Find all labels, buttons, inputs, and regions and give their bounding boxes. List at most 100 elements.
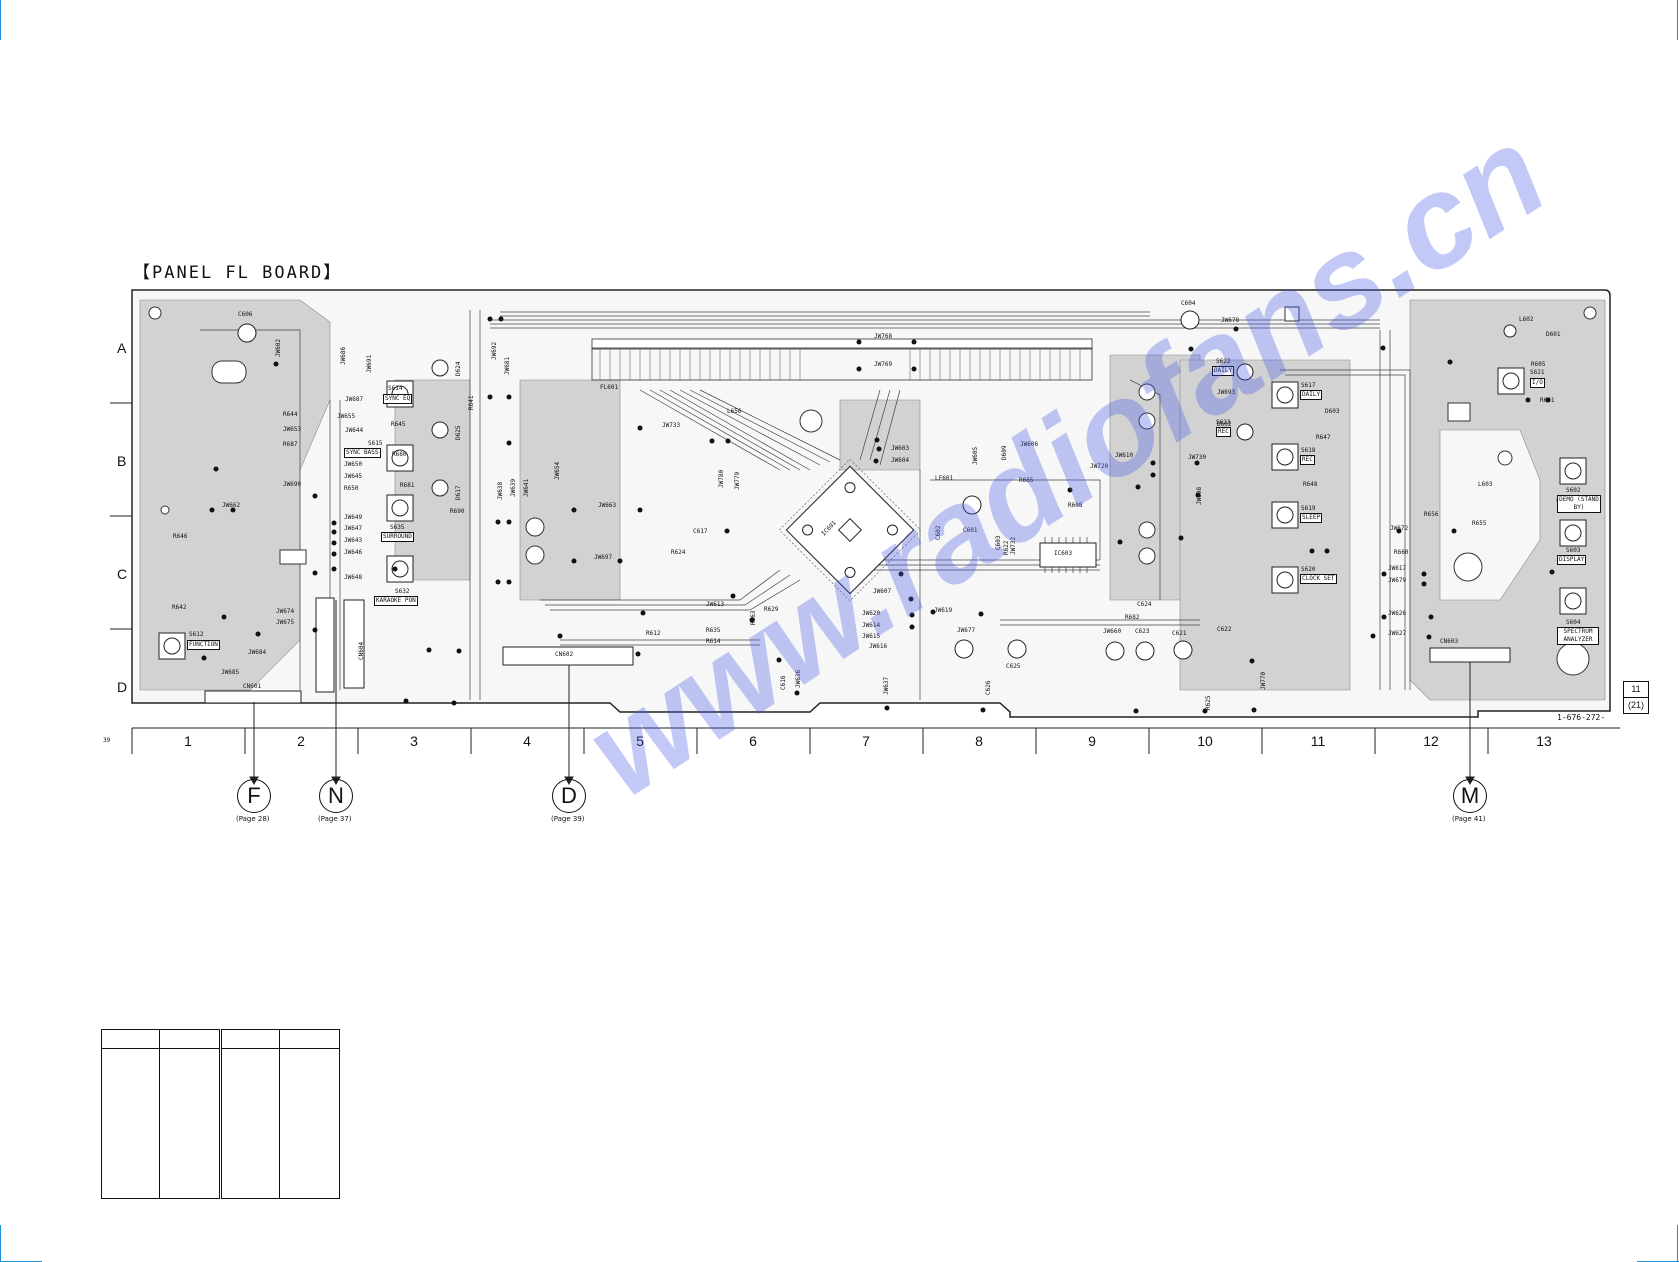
connector-n[interactable]: N [319,779,353,813]
row-label-b: B [117,453,127,469]
component-label: JW607 [873,588,892,595]
column-label: 12 [1423,733,1439,749]
component-label: JW779 [734,471,741,490]
component-label: D625 [455,425,462,440]
component-label: R687 [283,441,298,448]
component-label: R644 [283,411,298,418]
component-label: L602 [1519,316,1534,323]
component-label: JW662 [222,502,241,509]
column-label: 9 [1088,733,1096,749]
connector-m[interactable]: M [1453,779,1487,813]
switch-label-sync-bass: SYNC BASS [344,448,381,458]
switch-ref: S619 [1301,505,1316,512]
component-label: JW610 [1115,452,1134,459]
switch-label-sleep: SLEEP [1300,513,1323,523]
switch-label-daily-2: DAILY [1300,390,1323,400]
component-label: JW677 [957,627,976,634]
switch-ref: S621 [1530,369,1545,376]
component-label: JW693 [1217,389,1236,396]
column-label: 10 [1197,733,1213,749]
switch-ref: S604 [1566,619,1581,626]
component-label: JW606 [1020,441,1039,448]
switch-label-karaoke-pon: KARAOKE PON [374,596,418,606]
switch-ref: S612 [189,631,204,638]
switch-label-rec-2: REC [1300,455,1315,465]
component-label: JW638 [497,481,504,500]
component-label: JW684 [248,649,267,656]
component-label: R680 [392,451,407,458]
component-label: R660 [1394,549,1409,556]
component-label: JW615 [862,633,881,640]
switch-label-io: I/O [1530,378,1545,388]
component-label: R656 [1424,511,1439,518]
component-label: D624 [455,361,462,376]
component-label: JW653 [283,426,302,433]
component-label: C622 [1217,626,1232,633]
component-label: JW645 [344,473,363,480]
switch-label-rec: REC [1216,427,1231,437]
component-label: C625 [1006,663,1021,670]
table-header-cell [279,1029,340,1049]
switch-label-demo: DEMO (STAND BY) [1557,495,1601,513]
component-label: JW697 [594,554,613,561]
component-label: R645 [391,421,406,428]
ic-label: CN604 [358,641,365,660]
component-label: JW620 [862,610,881,617]
component-label: R625 [1205,695,1212,710]
component-label: JW675 [276,619,295,626]
switch-label-surround: SURROUND [381,532,414,542]
component-label: R665 [1019,477,1034,484]
connector-f[interactable]: F [237,779,271,813]
component-label: JW650 [344,461,363,468]
component-label: JW619 [934,607,953,614]
component-label: JW769 [874,361,893,368]
component-label: JW648 [344,574,363,581]
switch-ref: S617 [1301,382,1316,389]
switch-ref: S620 [1301,566,1316,573]
component-label: JW613 [706,601,725,608]
switch-label-sync-eq: SYNC EQ [383,394,413,404]
component-label: JW643 [344,537,363,544]
component-label: JW641 [523,478,530,497]
component-label: JW660 [1103,628,1122,635]
component-label: JW649 [344,514,363,521]
component-label: JW686 [340,346,347,365]
component-label: JW687 [345,396,364,403]
connector-f-page: (Page 28) [236,815,270,823]
ic-label: LF601 [935,475,954,482]
connector-d[interactable]: D [552,779,586,813]
column-label: 13 [1536,733,1552,749]
component-label: C606 [238,311,253,318]
component-label: R655 [1472,520,1487,527]
table-header-cell [218,1029,280,1049]
component-label: JW647 [344,525,363,532]
component-label: JW678 [1221,317,1240,324]
component-label: R663 [750,610,757,625]
page-reference-box: 11 (21) [1623,681,1649,714]
component-label: JW636 [795,669,802,688]
component-label: C616 [780,675,787,690]
component-label: JW654 [554,461,561,480]
row-label-c: C [117,566,128,582]
reference-table [101,1029,340,1199]
component-label: JW685 [221,669,240,676]
component-label: R614 [706,638,721,645]
column-label: 8 [975,733,983,749]
component-label: C603 [995,535,1002,550]
component-label: R629 [764,606,779,613]
column-label: 11 [1310,733,1326,749]
component-label: R605 [1531,361,1546,368]
component-label: JW617 [1388,565,1407,572]
component-label: JW655 [337,413,356,420]
component-label: C624 [1137,601,1152,608]
component-label: JW639 [510,478,517,497]
component-label: R642 [172,604,187,611]
ic-label: FL601 [600,384,619,391]
component-label: C617 [693,528,708,535]
connector-d-page: (Page 39) [551,815,585,823]
component-label: D602 [1217,421,1232,428]
component-label: R624 [671,549,686,556]
ic-label: IC603 [1054,550,1073,557]
component-label: JW692 [491,341,498,360]
